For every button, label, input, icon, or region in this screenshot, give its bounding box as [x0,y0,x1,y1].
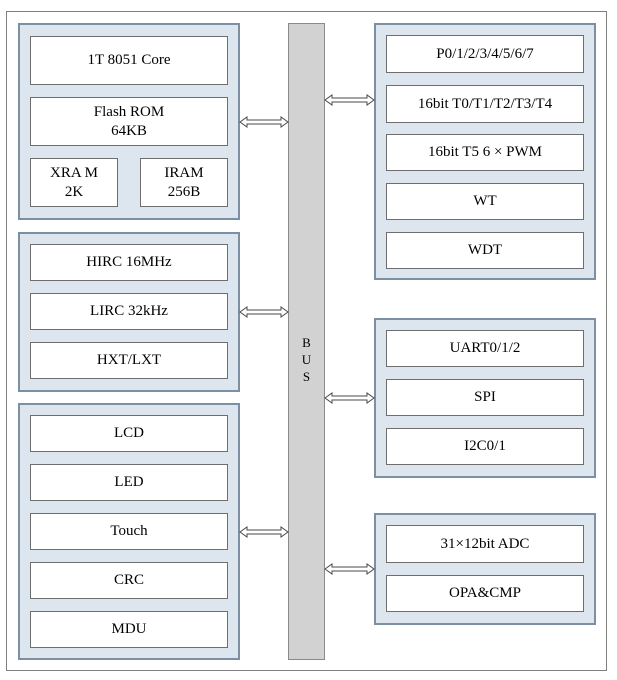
core-block: 1T 8051 Core [30,36,228,85]
bus-bar: B U S [288,23,325,660]
core-bus-arrow [239,116,289,128]
bus-letter: S [302,369,311,384]
mdu-block: MDU [30,611,228,648]
bus-label: B U S [289,334,324,385]
ports-block: P0/1/2/3/4/5/6/7 [386,35,584,73]
analog-bus-arrow [324,563,375,575]
iram-block: IRAM 256B [140,158,228,207]
comm-bus-arrow [324,392,375,404]
flash-rom-block: Flash ROM 64KB [30,97,228,146]
bus-letter: B [302,335,311,350]
pwm-block: 16bit T5 6 × PWM [386,134,584,171]
bus-letter: U [301,352,312,367]
led-block: LED [30,464,228,501]
timers-block: 16bit T0/T1/T2/T3/T4 [386,85,584,123]
peripheral-bus-arrow [239,526,289,538]
adc-block: 31×12bit ADC [386,525,584,563]
io-bus-arrow [324,94,375,106]
touch-block: Touch [30,513,228,550]
hirc-block: HIRC 16MHz [30,244,228,281]
wt-block: WT [386,183,584,220]
lirc-block: LIRC 32kHz [30,293,228,330]
spi-block: SPI [386,379,584,416]
wdt-block: WDT [386,232,584,269]
xram-block: XRA M 2K [30,158,118,207]
i2c-block: I2C0/1 [386,428,584,465]
crc-block: CRC [30,562,228,599]
lcd-block: LCD [30,415,228,452]
uart-block: UART0/1/2 [386,330,584,367]
opa-cmp-block: OPA&CMP [386,575,584,612]
clock-bus-arrow [239,306,289,318]
hxt-lxt-block: HXT/LXT [30,342,228,379]
